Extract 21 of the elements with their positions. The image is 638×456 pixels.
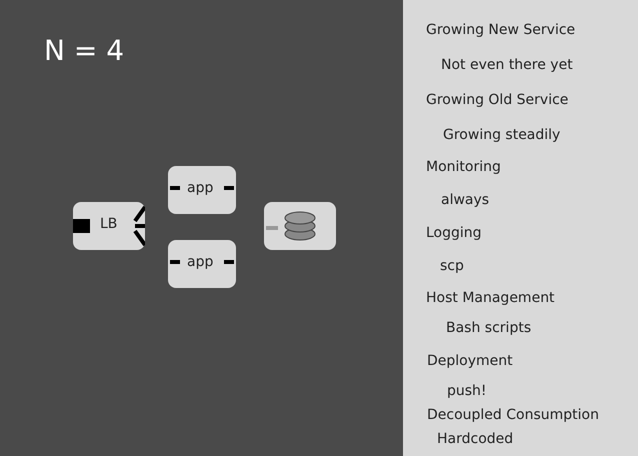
app-server-box [168,240,236,288]
setting-value: always [441,192,490,208]
setting-value: Not even there yet [441,57,573,73]
node-label: app [187,180,214,196]
setting-heading: Logging [426,225,482,241]
slide-title: N = 4 [44,34,124,67]
setting-value: push! [447,383,487,399]
setting-value: Bash scripts [446,320,532,336]
setting-value: scp [440,258,464,274]
setting-heading: Growing New Service [426,22,576,38]
setting-value: Growing steadily [443,127,560,143]
setting-heading: Monitoring [426,159,501,175]
app-server-box [168,166,236,214]
setting-heading: Host Management [426,290,555,306]
setting-value: Hardcoded [437,431,514,447]
node-label: app [187,254,214,270]
node-label: LB [100,216,118,232]
setting-heading: Deployment [427,353,513,369]
database-box [264,202,336,250]
setting-heading: Decoupled Consumption [427,407,599,423]
setting-heading: Growing Old Service [426,92,568,108]
